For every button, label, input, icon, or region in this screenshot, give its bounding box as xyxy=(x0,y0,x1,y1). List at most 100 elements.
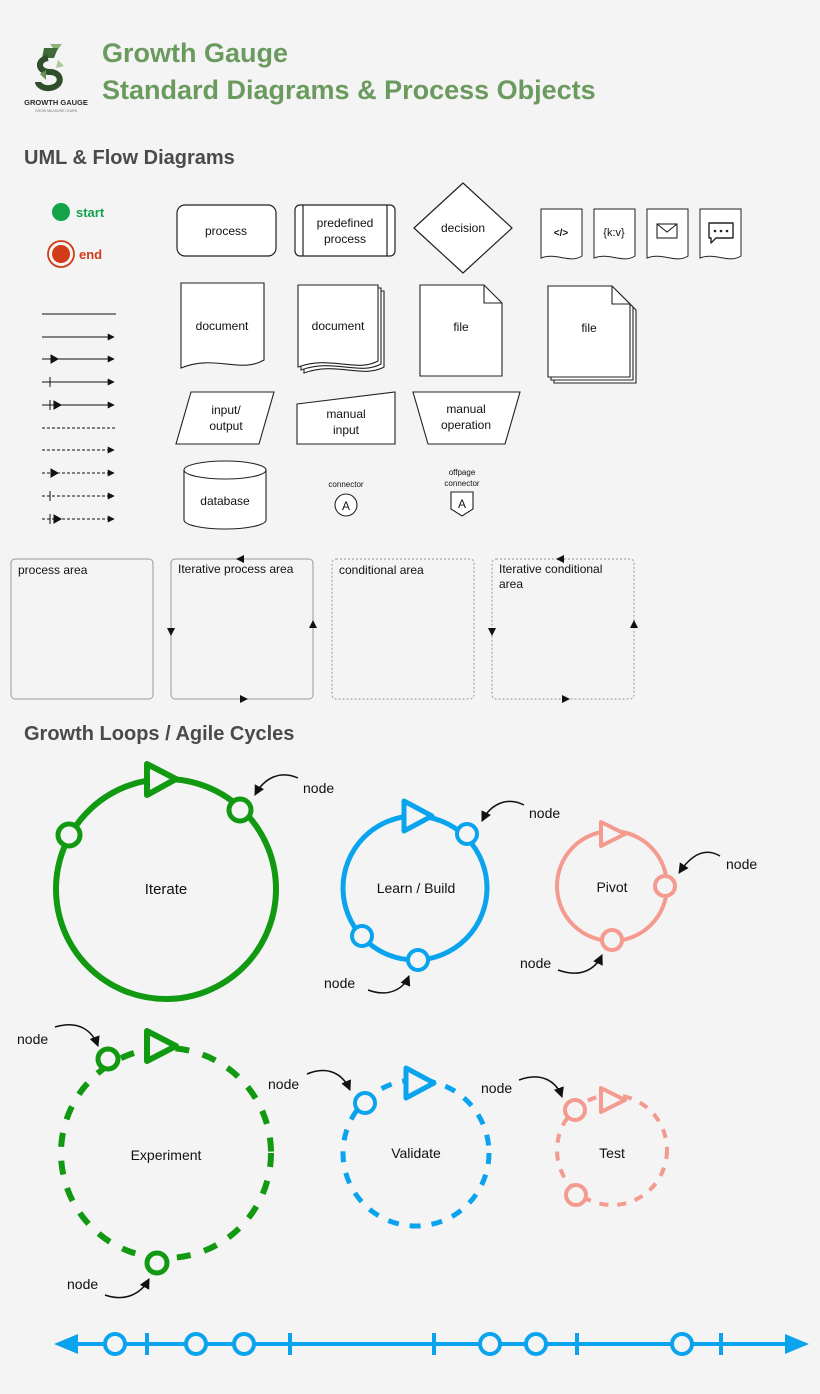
loop-node-icon xyxy=(95,1046,121,1072)
offpage-caption-2: connector xyxy=(444,479,479,488)
node-label: node xyxy=(529,805,560,821)
section-title-loops: Growth Loops / Agile Cycles xyxy=(24,723,294,745)
file-label: file xyxy=(453,320,469,334)
logo-text: GROWTH GAUGE xyxy=(24,98,88,107)
line-styles-legend xyxy=(42,313,116,524)
loop-node-icon xyxy=(563,1098,587,1122)
predefined-process-shape xyxy=(294,204,396,257)
offpage-caption-1: offpage xyxy=(449,468,476,477)
timeline-node-icon xyxy=(232,1332,256,1356)
node-label: node xyxy=(303,780,334,796)
node-label: node xyxy=(268,1076,299,1092)
logo-subtext: GROW MEASURE LEARN xyxy=(35,109,78,113)
timeline-right-arrow-icon xyxy=(785,1334,809,1354)
loop-node-icon xyxy=(564,1183,588,1207)
file-shape xyxy=(419,284,503,377)
manual-operation-label-1: manual xyxy=(446,402,485,416)
experiment-loop xyxy=(58,1028,274,1276)
connector-caption: connector xyxy=(328,480,363,489)
learn-build-label: Learn / Build xyxy=(377,880,456,896)
node-label: node xyxy=(17,1031,48,1047)
start-terminal-icon xyxy=(52,203,70,221)
iterative-conditional-area-label-2: area xyxy=(499,577,523,591)
iterative-conditional-area-label-1: Iterative conditional xyxy=(499,562,602,576)
timeline-node-icon xyxy=(184,1332,208,1356)
key-value-document-icon xyxy=(593,208,636,260)
input-output-label-2: output xyxy=(209,419,243,433)
timeline xyxy=(54,1332,809,1356)
node-label: node xyxy=(324,975,355,991)
logo: GROWTH GAUGE GROW MEASURE LEARN xyxy=(24,44,88,113)
process-shape xyxy=(176,204,277,257)
chat-document-icon xyxy=(699,208,742,260)
node-label: node xyxy=(726,856,757,872)
multi-document-label: document xyxy=(312,319,365,333)
experiment-label: Experiment xyxy=(131,1147,202,1163)
process-area-shape xyxy=(10,558,154,700)
document-label: document xyxy=(196,319,249,333)
code-symbol: </> xyxy=(554,228,569,239)
iterative-conditional-area-shape xyxy=(488,555,638,703)
section-title-uml: UML & Flow Diagrams xyxy=(24,147,235,169)
test-loop xyxy=(555,1086,669,1207)
iterate-label: Iterate xyxy=(145,881,188,898)
timeline-node-icon xyxy=(670,1332,694,1356)
timeline-left-arrow-icon xyxy=(54,1334,78,1354)
database-label: database xyxy=(200,494,250,508)
conditional-area-label: conditional area xyxy=(339,563,424,577)
timeline-node-icon xyxy=(524,1332,548,1356)
process-area-label: process area xyxy=(18,563,88,577)
node-pointer-arrows xyxy=(54,774,721,1299)
iterative-process-area-label: Iterative process area xyxy=(178,562,294,576)
timeline-node-icon xyxy=(103,1332,127,1356)
process-label: process xyxy=(205,224,247,238)
conditional-area-shape xyxy=(331,558,475,700)
start-label: start xyxy=(76,205,105,220)
input-output-shape xyxy=(175,391,275,445)
predefined-process-label-2: process xyxy=(324,232,366,246)
page-subtitle: Standard Diagrams & Process Objects xyxy=(102,75,596,105)
manual-input-shape xyxy=(296,391,396,445)
manual-input-label-1: manual xyxy=(326,407,365,421)
end-terminal-ring xyxy=(47,240,75,268)
decision-label: decision xyxy=(441,221,485,235)
decision-shape xyxy=(413,182,513,274)
manual-input-label-2: input xyxy=(333,423,360,437)
end-terminal-icon xyxy=(52,245,70,263)
offpage-connector-shape xyxy=(450,491,474,517)
loop-node-icon xyxy=(455,822,479,846)
offpage-connector-letter: A xyxy=(458,497,466,511)
loop-node-icon xyxy=(226,796,254,824)
node-label: node xyxy=(67,1276,98,1292)
document-shape xyxy=(180,282,265,369)
connector-shape xyxy=(334,493,358,517)
timeline-node-icon xyxy=(478,1332,502,1356)
loop-node-icon xyxy=(600,928,624,952)
predefined-process-label-1: predefined xyxy=(317,216,374,230)
input-output-label-1: input/ xyxy=(211,403,241,417)
learn-build-loop xyxy=(340,798,490,972)
page-title: Growth Gauge xyxy=(102,38,288,68)
pivot-label: Pivot xyxy=(596,879,627,895)
iterate-loop xyxy=(53,761,279,1002)
multi-file-shape xyxy=(547,285,637,384)
loop-node-icon xyxy=(350,924,374,948)
loop-node-icon xyxy=(144,1250,170,1276)
loop-node-icon xyxy=(55,821,83,849)
key-value-symbol: {k:v} xyxy=(603,227,625,239)
manual-operation-label-2: operation xyxy=(441,418,491,432)
iterative-process-area-shape xyxy=(167,555,317,703)
database-shape xyxy=(183,460,267,530)
multi-document-shape xyxy=(297,284,385,374)
validate-label: Validate xyxy=(391,1145,441,1161)
message-document-icon xyxy=(646,208,689,260)
manual-operation-shape xyxy=(412,391,521,445)
connector-letter: A xyxy=(342,499,350,513)
test-label: Test xyxy=(599,1145,625,1161)
loop-node-icon xyxy=(406,948,430,972)
end-label: end xyxy=(79,247,102,262)
node-label: node xyxy=(481,1080,512,1096)
code-document-icon xyxy=(540,208,583,260)
node-label: node xyxy=(520,955,551,971)
